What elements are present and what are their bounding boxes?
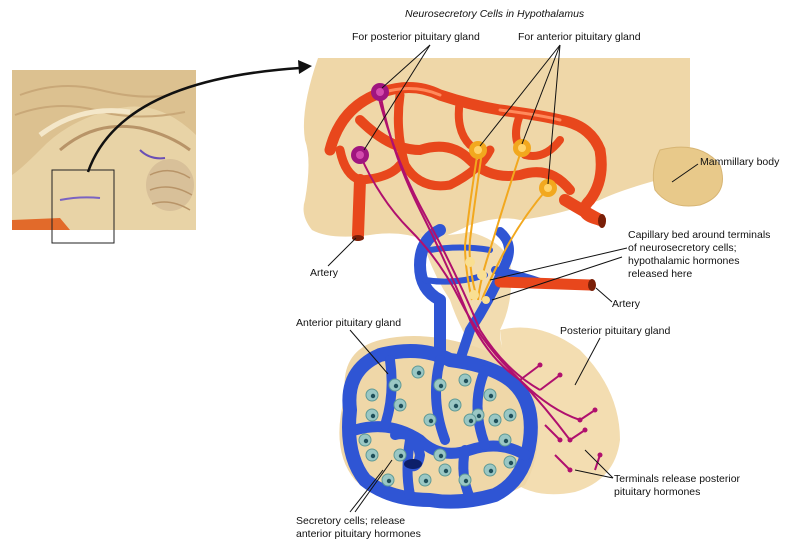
label-posterior-gland: Posterior pituitary gland	[560, 325, 670, 337]
cell-nucleus	[454, 404, 458, 408]
label-secretory-1: Secretory cells; release	[296, 515, 405, 527]
label-capillary-3: hypothalamic hormones	[628, 255, 739, 267]
label-mammillary-body: Mammillary body	[700, 156, 780, 168]
cell-nucleus	[469, 419, 473, 423]
label-capillary-2: of neurosecretory cells;	[628, 242, 737, 254]
cell-nucleus	[371, 454, 375, 458]
label-anterior-cells: For anterior pituitary gland	[518, 31, 641, 43]
label-artery-left: Artery	[310, 267, 339, 279]
cell-nucleus	[489, 469, 493, 473]
cell-nucleus	[489, 394, 493, 398]
arrow-head	[298, 60, 312, 74]
artery-right-vessel	[500, 279, 596, 291]
cell-nucleus	[464, 379, 468, 383]
cell-nucleus	[439, 454, 443, 458]
diagram-title: Neurosecretory Cells in Hypothalamus	[405, 8, 585, 20]
cell-nucleus	[509, 461, 513, 465]
label-capillary-4: released here	[628, 268, 692, 280]
cell-nucleus	[464, 479, 468, 483]
cell-nucleus	[444, 469, 448, 473]
label-terminals-1: Terminals release posterior	[614, 473, 741, 485]
cell-nucleus	[399, 404, 403, 408]
cell-nucleus	[417, 371, 421, 375]
cell-nucleus	[509, 414, 513, 418]
label-secretory-2: anterior pituitary hormones	[296, 528, 421, 540]
label-artery-right: Artery	[612, 298, 641, 310]
label-anterior-gland: Anterior pituitary gland	[296, 317, 401, 329]
cell-nucleus	[494, 419, 498, 423]
label-terminals-2: pituitary hormones	[614, 486, 700, 498]
cell-nucleus	[424, 479, 428, 483]
cell-nucleus	[439, 384, 443, 388]
cell-nucleus	[399, 454, 403, 458]
cell-nucleus	[387, 479, 391, 483]
cell-nucleus	[504, 439, 508, 443]
cell-nucleus	[371, 394, 375, 398]
label-capillary-1: Capillary bed around terminals	[628, 229, 770, 241]
cell-nucleus	[371, 414, 375, 418]
cell-nucleus	[429, 419, 433, 423]
label-posterior-cells: For posterior pituitary gland	[352, 31, 480, 43]
cell-nucleus	[477, 414, 481, 418]
cell-nucleus	[364, 439, 368, 443]
cell-nucleus	[394, 384, 398, 388]
